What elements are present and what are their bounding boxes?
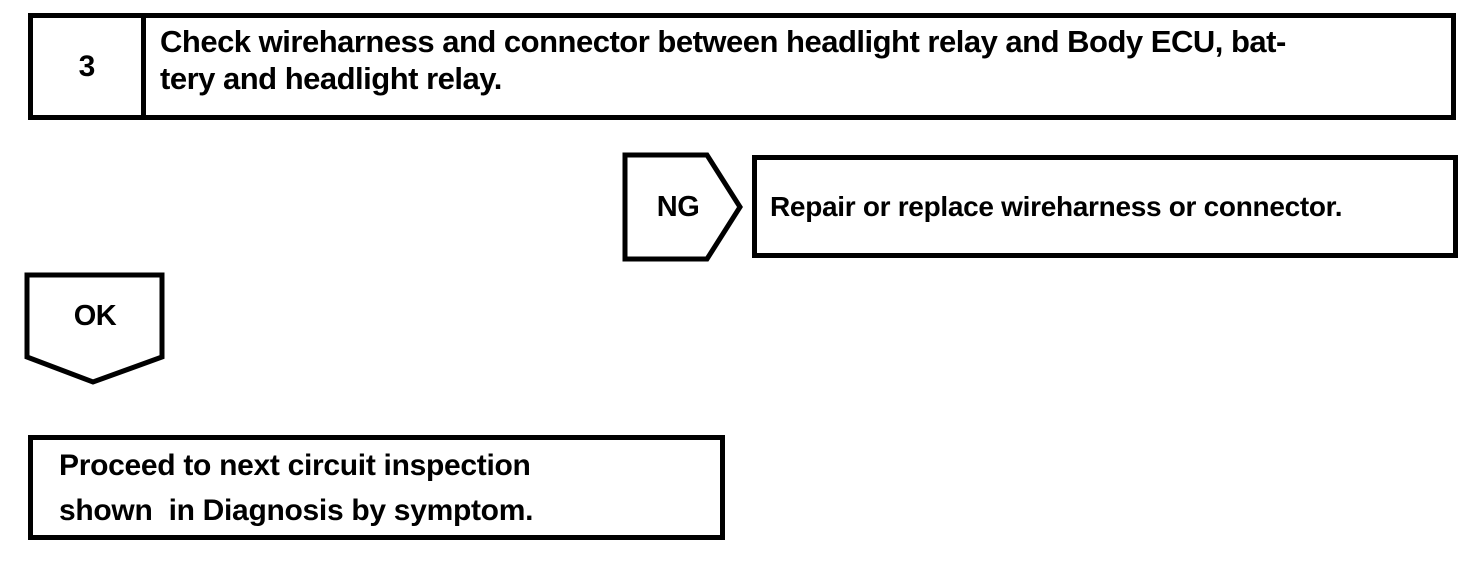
ok-action-box: Proceed to next circuit inspection shown…: [28, 435, 725, 540]
ng-action-box: Repair or replace wireharness or connect…: [752, 155, 1458, 258]
ok-action-line-1: Proceed to next circuit inspection: [59, 449, 531, 482]
step-instruction: Check wireharness and connector between …: [146, 18, 1451, 115]
ok-branch-arrow: OK: [24, 272, 166, 387]
step-instruction-line-2: tery and headlight relay.: [160, 61, 502, 96]
step-number: 3: [78, 49, 96, 83]
step-box: 3 Check wireharness and connector betwee…: [28, 13, 1456, 120]
step-instruction-line-1: Check wireharness and connector between …: [160, 24, 1286, 59]
ok-pentagon-icon: [24, 272, 165, 385]
ok-action-line-2: shown in Diagnosis by symptom.: [59, 494, 534, 527]
ok-label: OK: [73, 299, 117, 332]
step-number-cell: 3: [33, 18, 146, 115]
ng-pentagon-icon: [622, 152, 743, 262]
ng-action-text: Repair or replace wireharness or connect…: [770, 190, 1343, 222]
ng-branch-arrow: NG: [622, 152, 744, 262]
ng-label: NG: [656, 190, 700, 223]
